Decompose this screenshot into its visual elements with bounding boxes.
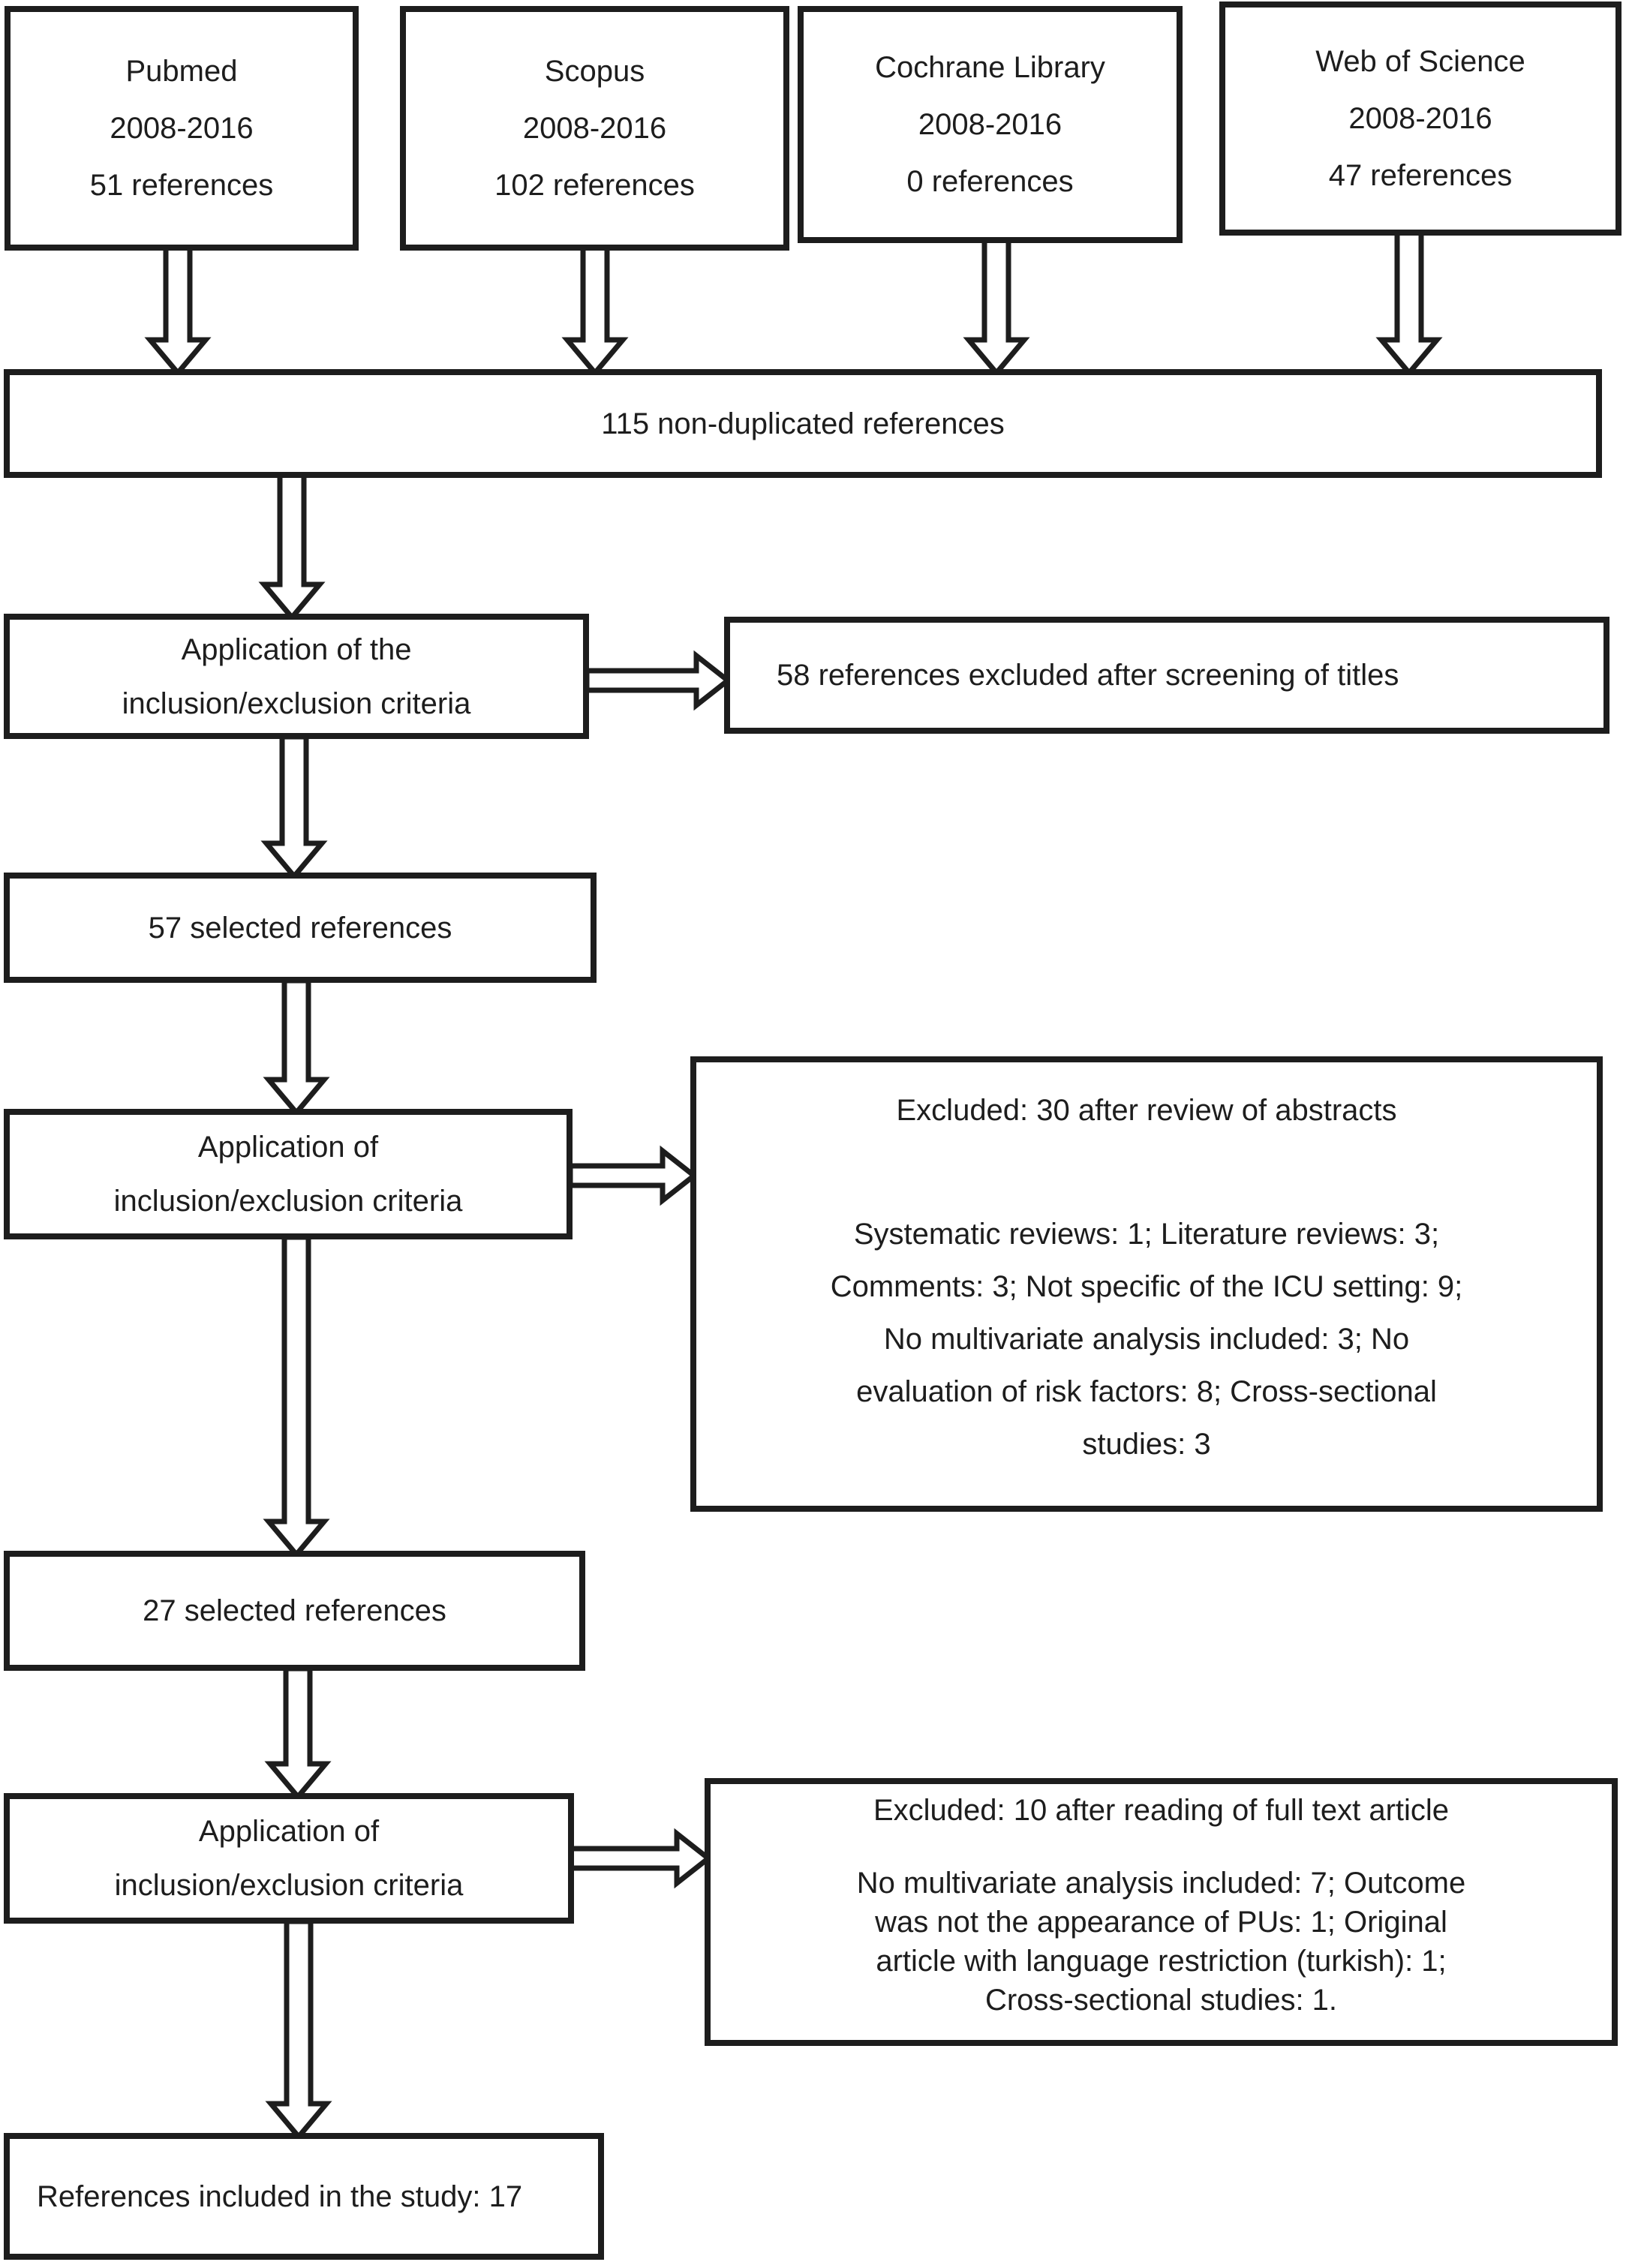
criteria-line-1: Application of the — [181, 632, 412, 666]
excluded-abstracts-box: Excluded: 30 after review of abstracts S… — [690, 1056, 1603, 1512]
excluded-detail-line: was not the appearance of PUs: 1; Origin… — [875, 1906, 1447, 1939]
source-period-label: 2008-2016 — [918, 108, 1062, 141]
criteria-box-3: Application of inclusion/exclusion crite… — [4, 1793, 574, 1924]
source-database-label: Cochrane Library — [875, 51, 1105, 84]
arrow-wos-to-pool-icon — [1375, 230, 1443, 377]
arrow-criteria3-to-included-icon — [265, 1918, 332, 2141]
source-period-label: 2008-2016 — [522, 112, 667, 145]
criteria-line-1: Application of — [197, 1131, 379, 1164]
source-period-label: 2008-2016 — [1348, 102, 1492, 135]
arrow-criteria2-to-selected27-icon — [263, 1234, 330, 1559]
arrow-scopus-to-pool-icon — [561, 244, 629, 377]
excluded-detail-line: Cross-sectional studies: 1. — [984, 1984, 1338, 2017]
excluded-detail-line: No multivariate analysis included: 7; Ou… — [856, 1867, 1466, 1900]
non-duplicated-references-label: 115 non-duplicated references — [601, 407, 1005, 440]
criteria-line-2: inclusion/exclusion criteria — [113, 1185, 463, 1218]
excluded-detail-line: article with language restriction (turki… — [876, 1945, 1447, 1978]
source-database-label: Web of Science — [1315, 45, 1525, 78]
criteria-line-1: Application of — [198, 1815, 380, 1848]
excluded-titles-box: 58 references excluded after screening o… — [724, 617, 1609, 734]
criteria-box-1: Application of the inclusion/exclusion c… — [4, 614, 589, 739]
source-database-label: Pubmed — [125, 55, 238, 88]
excluded-abstracts-title: Excluded: 30 after review of abstracts — [896, 1094, 1397, 1127]
arrow-criteria3-to-excluded3-icon — [567, 1828, 713, 1889]
included-in-study-label: References included in the study: 17 — [37, 2179, 523, 2213]
source-period-label: 2008-2016 — [110, 112, 254, 145]
selected-57-box: 57 selected references — [4, 873, 597, 983]
criteria-line-2: inclusion/exclusion criteria — [122, 686, 471, 720]
excluded-abstracts-details: Systematic reviews: 1; Literature review… — [696, 1208, 1597, 1470]
source-box-cochrane: Cochrane Library 2008-2016 0 references — [798, 6, 1183, 243]
arrow-pubmed-to-pool-icon — [144, 244, 212, 377]
source-count-label: 47 references — [1328, 159, 1513, 192]
excluded-detail-line: evaluation of risk factors: 8; Cross-sec… — [856, 1375, 1437, 1408]
non-duplicated-references-box: 115 non-duplicated references — [4, 369, 1602, 478]
selected-27-label: 27 selected references — [143, 1594, 446, 1627]
included-in-study-box: References included in the study: 17 — [4, 2133, 604, 2260]
excluded-detail-line: Comments: 3; Not specific of the ICU set… — [830, 1270, 1463, 1303]
arrow-cochrane-to-pool-icon — [963, 236, 1030, 377]
arrow-selected27-to-criteria3-icon — [264, 1666, 332, 1801]
selected-57-label: 57 selected references — [148, 911, 452, 945]
source-box-pubmed: Pubmed 2008-2016 51 references — [5, 6, 359, 251]
arrow-selected57-to-criteria2-icon — [263, 978, 330, 1117]
selected-27-box: 27 selected references — [4, 1551, 585, 1671]
criteria-box-2: Application of inclusion/exclusion crite… — [4, 1109, 573, 1239]
excluded-fulltext-box: Excluded: 10 after reading of full text … — [705, 1778, 1618, 2046]
source-box-web-of-science: Web of Science 2008-2016 47 references — [1219, 2, 1621, 236]
excluded-titles-label: 58 references excluded after screening o… — [777, 659, 1399, 692]
arrow-criteria1-to-excluded1-icon — [584, 650, 732, 711]
source-database-label: Scopus — [544, 55, 645, 88]
criteria-line-2: inclusion/exclusion criteria — [114, 1869, 464, 1902]
arrow-criteria2-to-excluded2-icon — [567, 1145, 699, 1206]
excluded-fulltext-title: Excluded: 10 after reading of full text … — [873, 1794, 1450, 1827]
excluded-detail-line: Systematic reviews: 1; Literature review… — [853, 1218, 1440, 1251]
source-count-label: 102 references — [494, 169, 695, 202]
excluded-detail-line: studies: 3 — [1082, 1428, 1211, 1461]
source-count-label: 0 references — [906, 165, 1074, 198]
excluded-detail-line: No multivariate analysis included: 3; No — [883, 1323, 1410, 1356]
arrow-pool-to-criteria1-icon — [258, 470, 326, 622]
excluded-fulltext-details: No multivariate analysis included: 7; Ou… — [711, 1864, 1612, 2020]
source-box-scopus: Scopus 2008-2016 102 references — [400, 6, 789, 251]
arrow-criteria1-to-selected57-icon — [260, 734, 328, 881]
source-count-label: 51 references — [89, 169, 274, 202]
